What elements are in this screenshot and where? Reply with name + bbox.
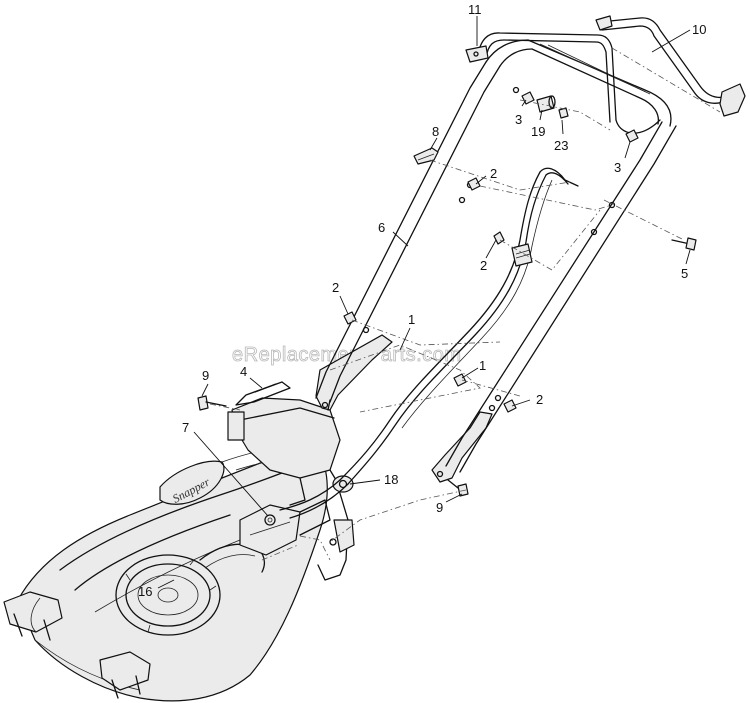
callout-6: 6 xyxy=(378,220,385,235)
callout-18: 18 xyxy=(384,472,398,487)
callout-9-left: 9 xyxy=(202,368,209,383)
callout-2-center: 2 xyxy=(480,258,487,273)
callout-2-right: 2 xyxy=(536,392,543,407)
control-bail xyxy=(465,15,746,134)
rear-bracket xyxy=(227,381,355,581)
callout-4: 4 xyxy=(240,364,247,379)
callout-5: 5 xyxy=(681,266,688,281)
callout-8: 8 xyxy=(432,124,439,139)
callout-3-top: 3 xyxy=(515,112,522,127)
callout-3-right: 3 xyxy=(614,160,621,175)
mower-deck: Snapper xyxy=(3,443,328,702)
callouts: 11 10 3 19 23 8 3 2 6 2 5 2 1 1 9 4 2 7 … xyxy=(138,2,706,599)
upper-handle xyxy=(315,39,677,473)
lower-handle-left xyxy=(315,334,393,411)
cable-harness xyxy=(279,167,579,519)
leader-lines xyxy=(157,16,691,589)
callout-11: 11 xyxy=(468,2,482,17)
callout-19: 19 xyxy=(531,124,545,139)
callout-7: 7 xyxy=(182,420,189,435)
callout-23: 23 xyxy=(554,138,568,153)
callout-10: 10 xyxy=(692,22,706,37)
callout-16: 16 xyxy=(138,584,152,599)
phantom-lines xyxy=(209,47,721,561)
callout-1-left: 1 xyxy=(408,312,415,327)
callout-1-right: 1 xyxy=(479,358,486,373)
lower-handle-right xyxy=(431,411,493,483)
callout-2-left: 2 xyxy=(332,280,339,295)
callout-2-upper: 2 xyxy=(490,166,497,181)
callout-9-right: 9 xyxy=(436,500,443,515)
